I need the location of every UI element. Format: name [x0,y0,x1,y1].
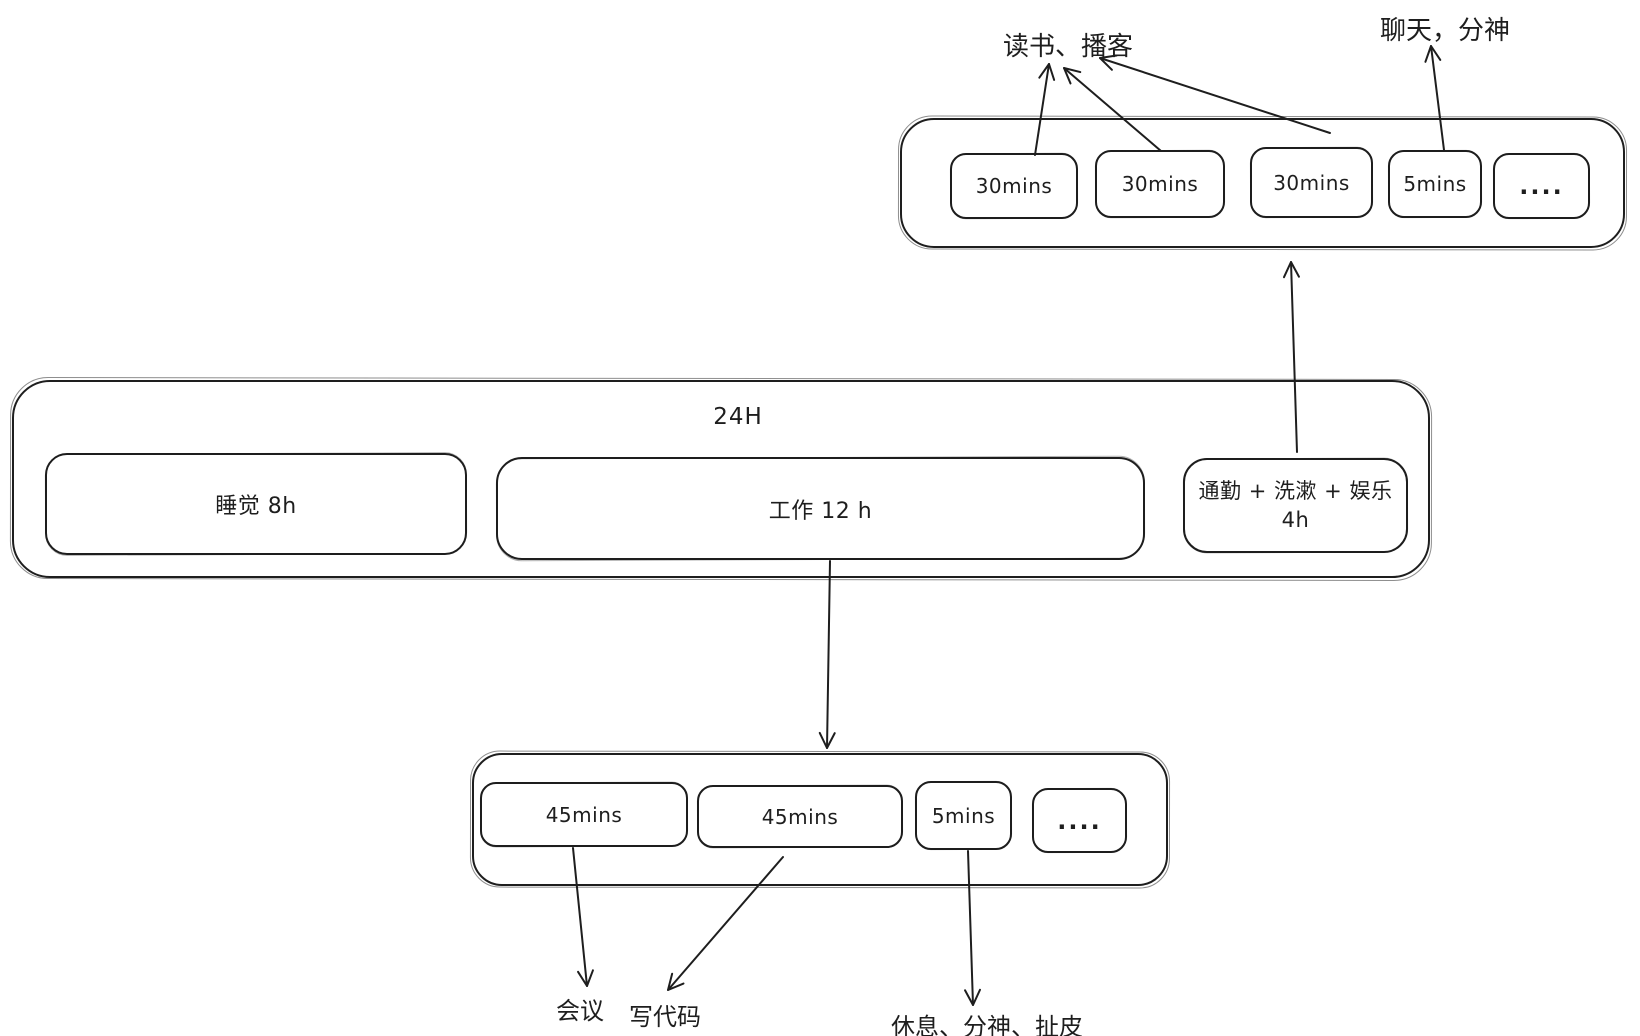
commute-block-line2: 4h [1281,507,1310,532]
annotation-meeting: 会议 [556,997,604,1025]
commute-block: 通勤 + 洗漱 + 娱乐 4h [1183,458,1408,553]
free-time-slot-box: 30mins [1095,150,1225,218]
work-slot-box: 45mins [697,785,903,848]
work-block: 工作 12 h [496,457,1145,560]
free-time-slot-box-ellipsis: .... [1493,153,1590,219]
commute-block-line1: 通勤 + 洗漱 + 娱乐 [1198,479,1393,504]
work-slot-box: 45mins [480,782,688,847]
free-time-slot-box: 30mins [1250,147,1373,218]
arrow-45min-to-coding-head [667,972,685,991]
arrow-5min-to-rest-head [964,988,982,1006]
annotation-coding: 写代码 [629,1003,701,1031]
work-slot-box: 5mins [915,781,1012,850]
arrow-work-to-breakdown [826,560,831,749]
annotation-reading-podcast: 读书、播客 [1003,32,1134,62]
annotation-rest-distraction-chat: 休息、分神、扯皮 [891,1013,1083,1036]
work-breakdown-container [472,753,1168,886]
arrow-commute-to-breakdown-head [1282,261,1300,279]
free-time-slot-box: 30mins [950,153,1078,219]
free-time-slot-box: 5mins [1388,150,1482,218]
arrow-45min-to-meeting-head [577,969,594,987]
day-24h-title: 24H [713,404,763,430]
work-slot-box-ellipsis: .... [1032,788,1127,853]
arrow-work-to-breakdown-head [818,731,836,749]
sleep-block: 睡觉 8h [45,453,467,555]
arrow-slot1-to-reading-head [1038,63,1056,81]
arrow-5min-to-chat-head [1424,45,1442,63]
annotation-chat-distraction: 聊天，分神 [1380,16,1511,46]
day-24h-container [12,380,1430,578]
arrow-slot2-to-reading-head [1063,67,1082,85]
